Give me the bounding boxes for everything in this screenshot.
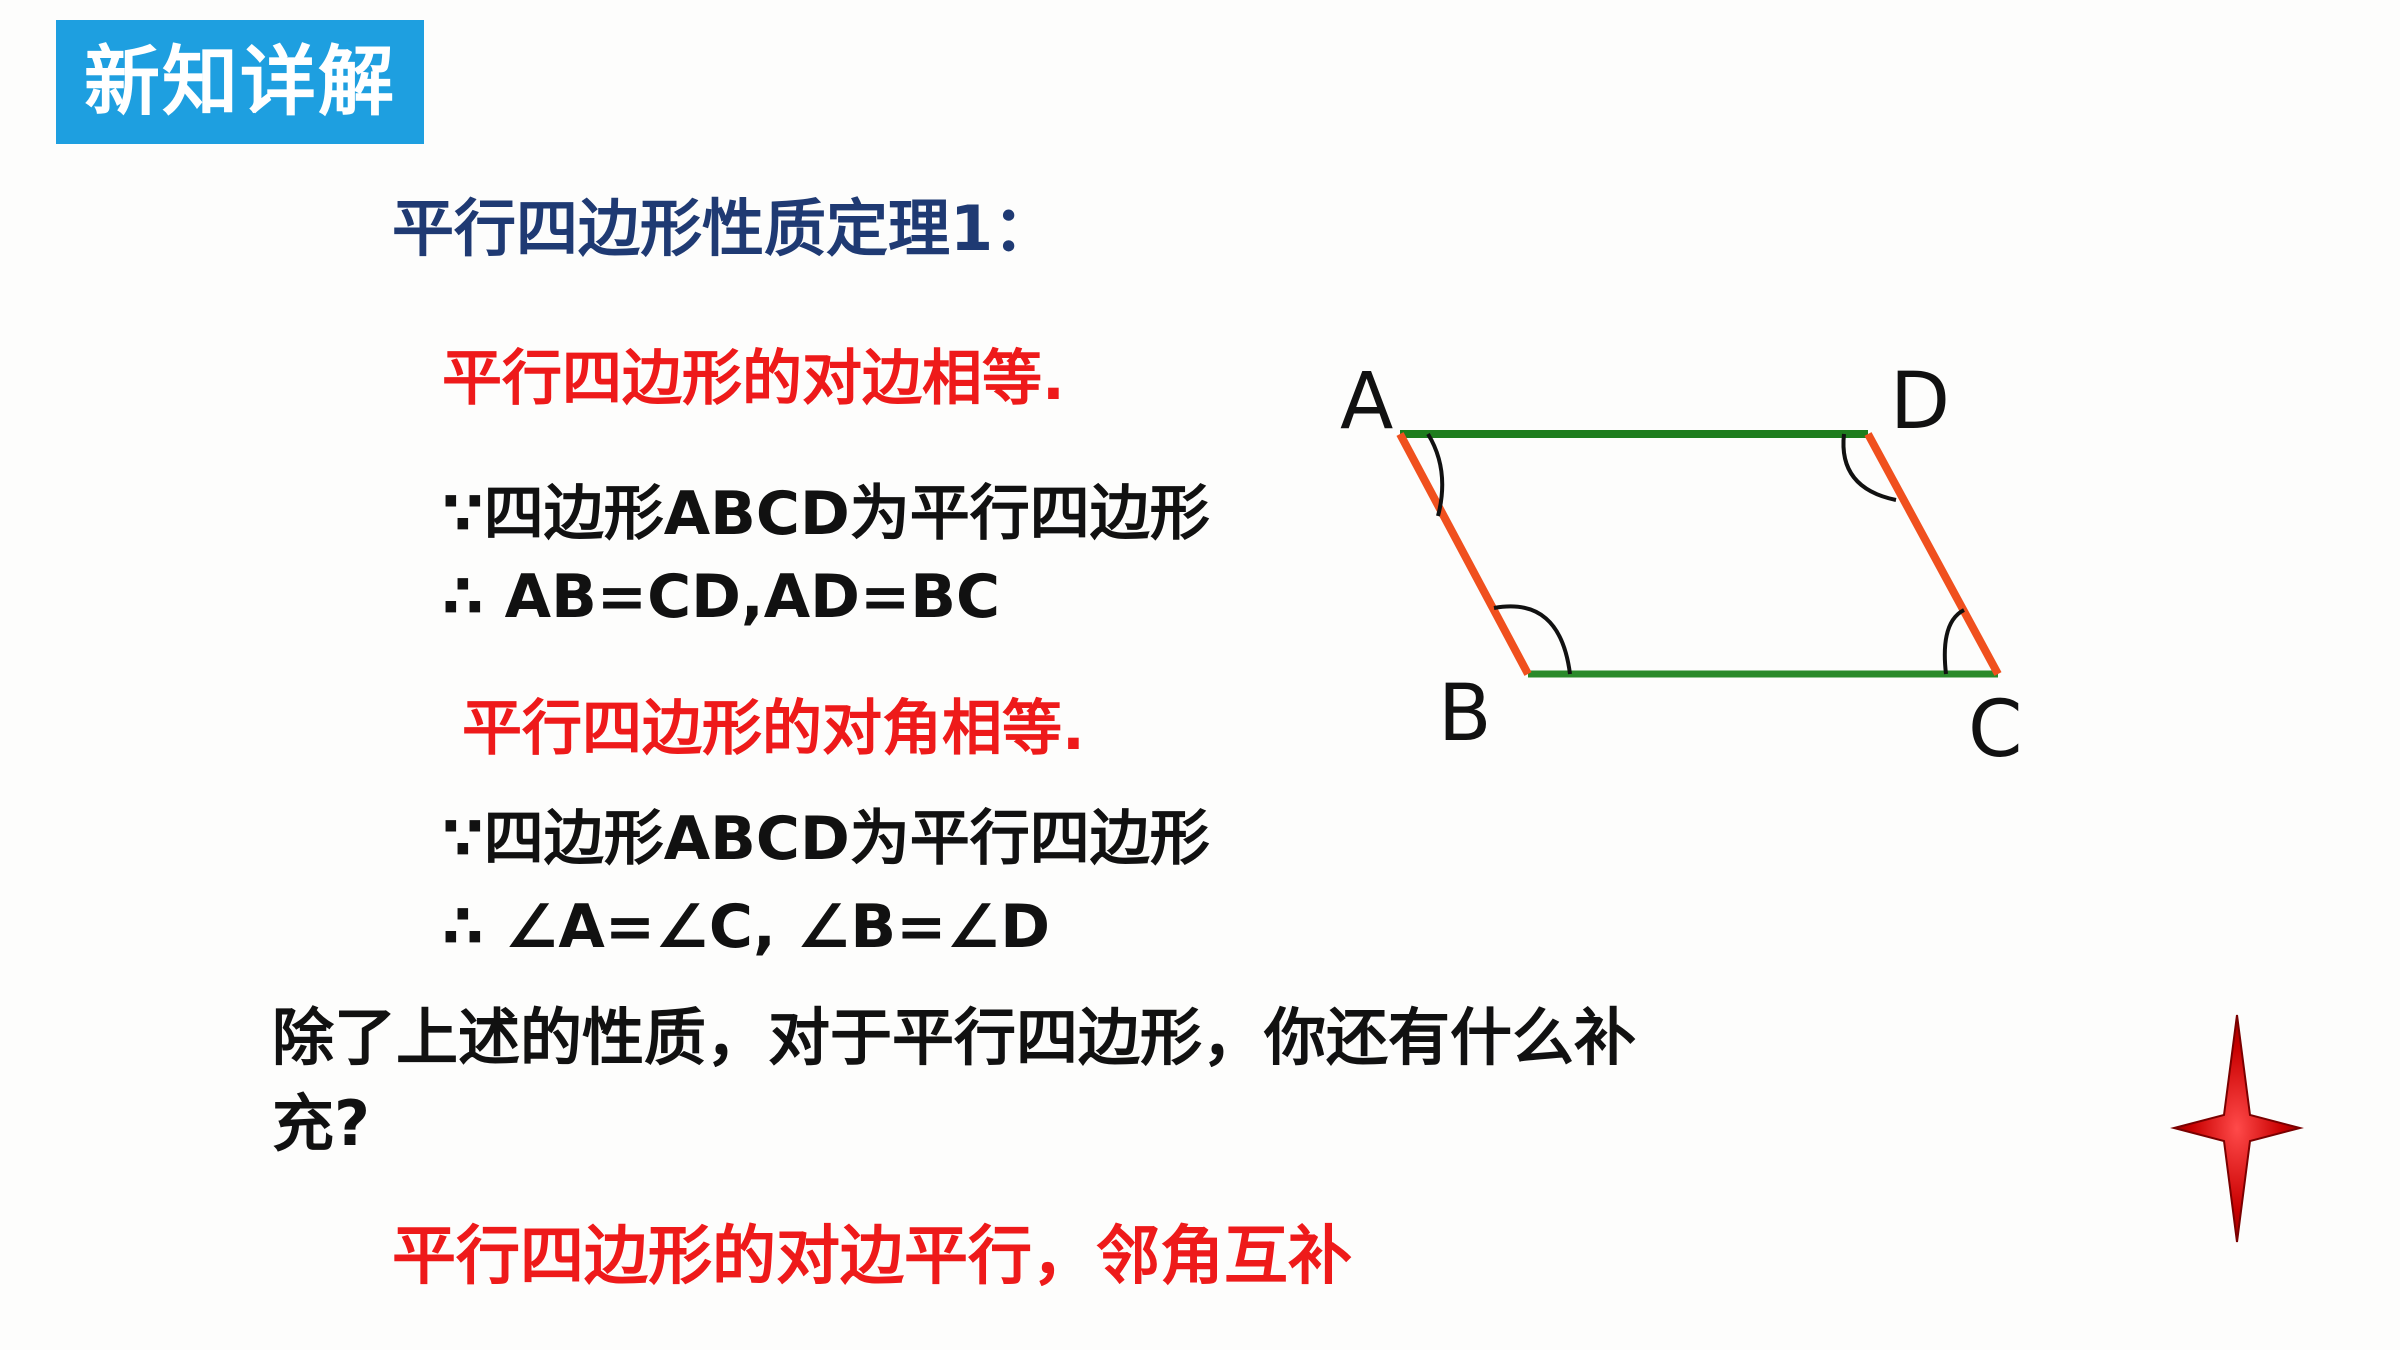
theorem-title: 平行四边形性质定理1： [392, 192, 1056, 265]
angle-B-arc [1493, 604, 1572, 675]
vertex-label-C: C [1968, 685, 2022, 775]
side-AB [1396, 432, 1532, 676]
vertex-label-B: B [1438, 669, 1492, 759]
section-badge: 新知详解 [56, 20, 424, 144]
sides-statement: 平行四边形的对边相等. [442, 344, 1065, 414]
question-text: 除了上述的性质，对于平行四边形，你还有什么补充? [272, 1001, 1637, 1160]
answer-text: 平行四边形的对边平行，邻角互补 [392, 1220, 1352, 1294]
angle-A-arc [1426, 432, 1445, 517]
sides-conclusion: ∴ AB=CD,AD=BC [442, 562, 1000, 632]
vertex-label-A: A [1340, 357, 1393, 447]
star-icon [2170, 1014, 2304, 1243]
sides-given: ∵四边形ABCD为平行四边形 [442, 479, 1210, 549]
side-DC [1864, 432, 2002, 676]
angles-conclusion: ∴ ∠A=∠C, ∠B=∠D [442, 892, 1051, 962]
angle-D-arc [1841, 433, 1897, 502]
angles-statement: 平行四边形的对角相等. [462, 694, 1085, 764]
vertex-label-D: D [1890, 357, 1950, 447]
angles-given: ∵四边形ABCD为平行四边形 [442, 804, 1210, 874]
angle-C-arc [1942, 608, 1966, 675]
